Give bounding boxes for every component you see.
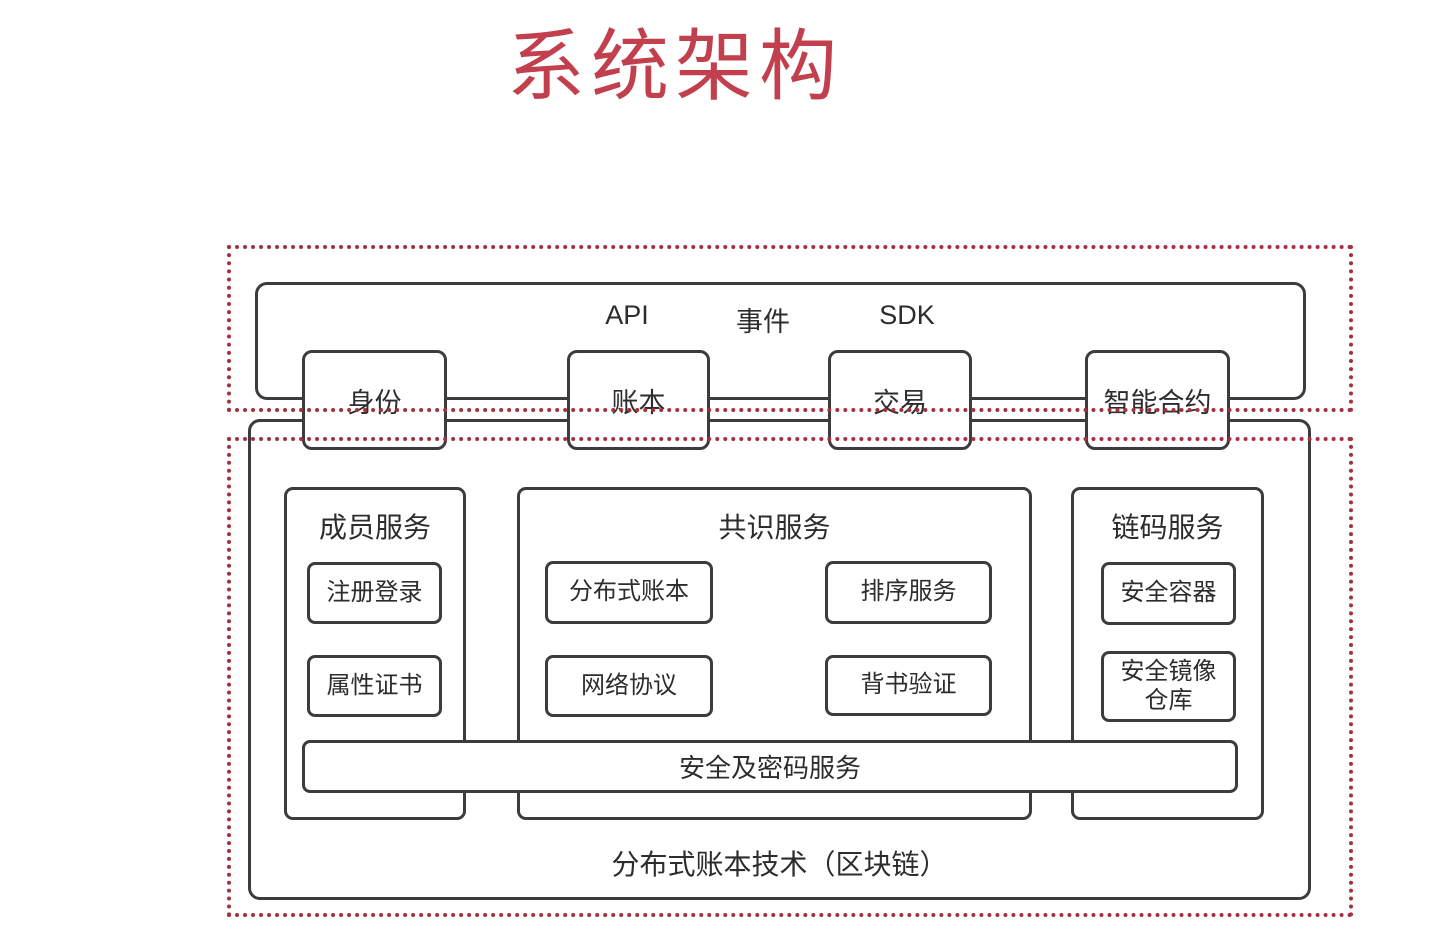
- service-box-secure-container: 安全容器: [1101, 562, 1236, 625]
- interface-label-sdk: SDK: [879, 300, 935, 330]
- group-title-consensus: 共识服务: [718, 512, 831, 543]
- module-box-identity: 身份: [302, 350, 447, 450]
- service-box-network-protocol: 网络协议: [545, 655, 713, 717]
- service-box-secure-image-repo: 安全镜像仓库: [1101, 651, 1236, 722]
- platform-caption: 分布式账本技术（区块链）: [611, 849, 948, 880]
- interface-label-event: 事件: [736, 307, 790, 337]
- service-box-register-login: 注册登录: [307, 562, 442, 624]
- security-crypto-bar: 安全及密码服务: [302, 740, 1238, 793]
- service-box-ordering-service: 排序服务: [825, 561, 992, 624]
- service-box-attribute-certificate: 属性证书: [307, 655, 442, 717]
- interface-label-api: API: [605, 300, 649, 330]
- module-box-smart-contract: 智能合约: [1085, 350, 1230, 450]
- module-box-ledger: 账本: [567, 350, 710, 450]
- page-title: 系统架构: [506, 22, 843, 110]
- service-box-distributed-ledger: 分布式账本: [545, 561, 713, 624]
- service-box-endorsement-validation: 背书验证: [825, 655, 992, 716]
- module-box-transaction: 交易: [828, 350, 972, 450]
- group-title-chaincode: 链码服务: [1111, 512, 1224, 543]
- group-title-member: 成员服务: [318, 512, 431, 543]
